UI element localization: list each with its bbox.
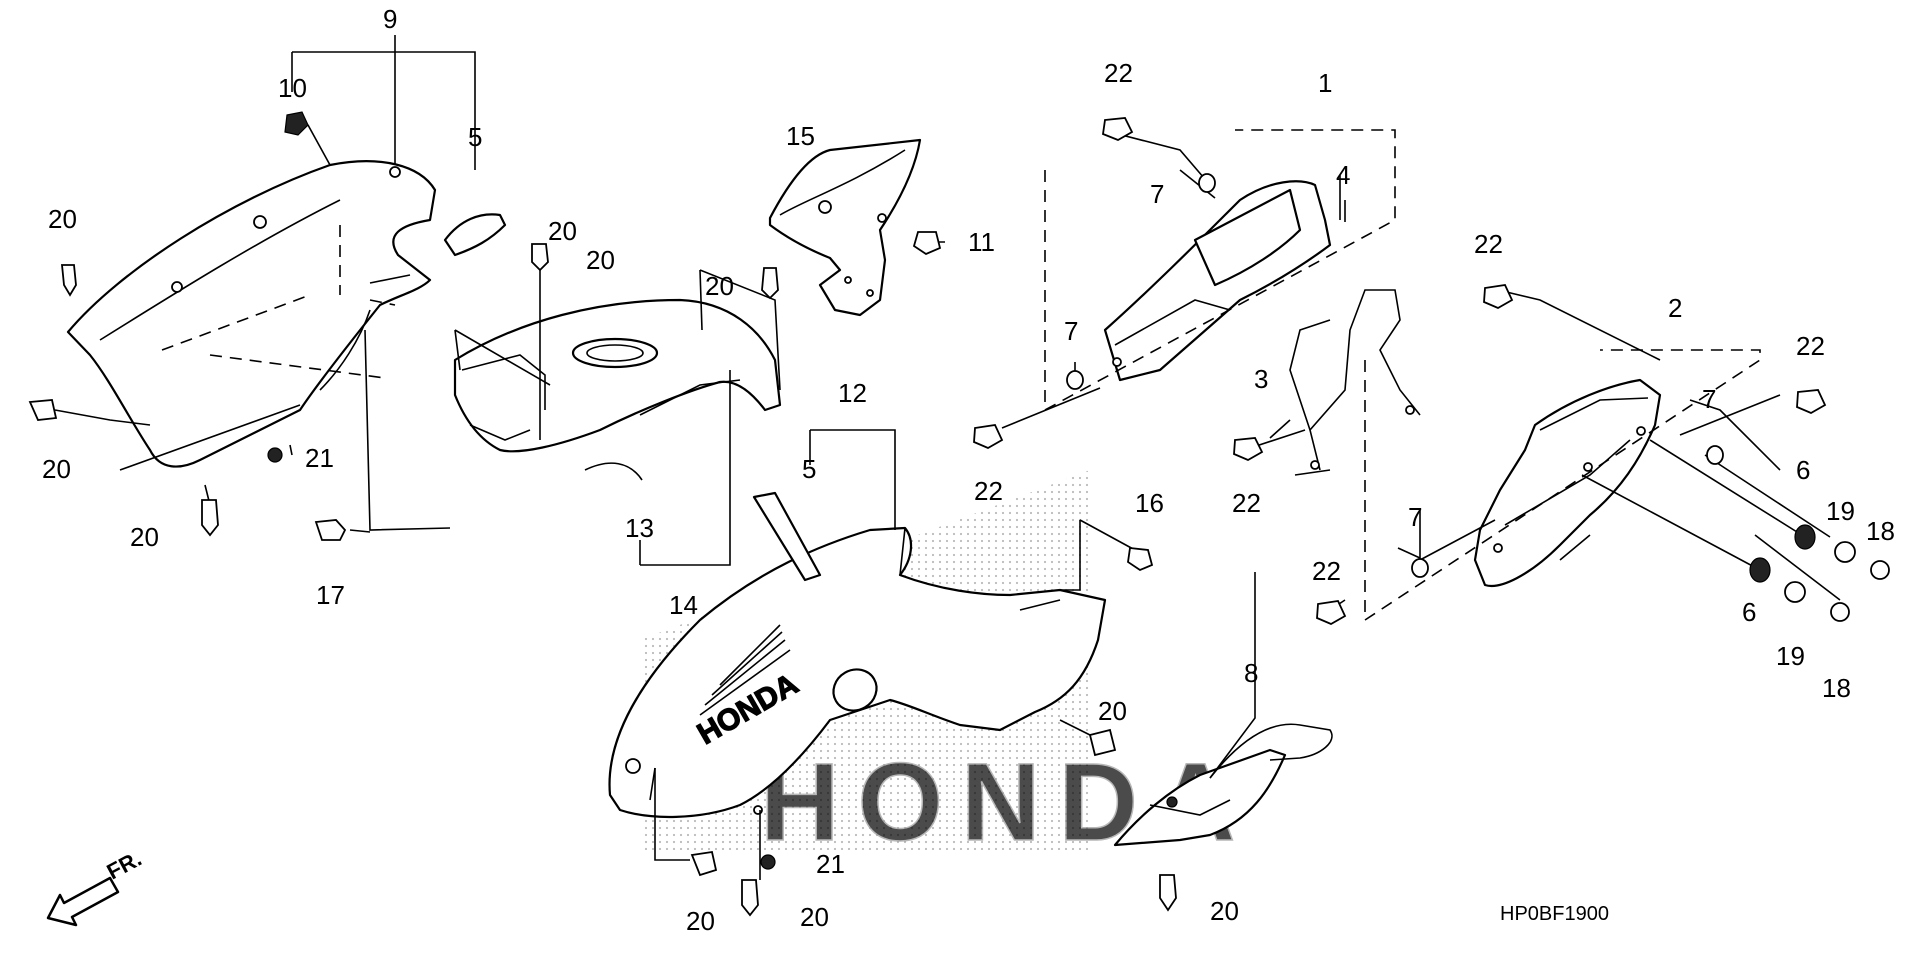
callout-22-b: 22 [974, 476, 1003, 506]
callout-19-upper: 19 [1826, 496, 1855, 526]
callout-7-d: 7 [1408, 502, 1422, 532]
callout-3: 3 [1254, 364, 1268, 394]
callout-17: 17 [316, 580, 345, 610]
callout-18-lower: 18 [1822, 673, 1851, 703]
diagram-code: HP0BF1900 [1500, 903, 1609, 925]
callout-20-f: 20 [1098, 696, 1127, 726]
callout-6-lower: 6 [1742, 597, 1756, 627]
callout-11: 11 [968, 227, 995, 257]
callout-1: 1 [1318, 68, 1332, 98]
callout-2: 2 [1668, 293, 1682, 323]
callout-21-a: 21 [305, 443, 334, 473]
callout-20-a: 20 [48, 204, 77, 234]
callout-5-center: 5 [802, 454, 816, 484]
callout-9: 9 [383, 4, 397, 34]
callout-19-lower: 19 [1776, 641, 1805, 671]
dashed-assembly-outlines [161, 129, 1761, 622]
callout-20-b: 20 [42, 454, 71, 484]
callout-6-upper: 6 [1796, 455, 1810, 485]
callout-20-i: 20 [1210, 896, 1239, 926]
part-13-clip[interactable] [584, 462, 643, 481]
callout-20-c: 20 [130, 522, 159, 552]
callout-20-j: 20 [548, 216, 577, 246]
callout-22-a: 22 [1104, 58, 1133, 88]
part-14-tank-cover[interactable] [453, 298, 782, 453]
callout-7-c: 7 [1702, 384, 1716, 414]
hardware [28, 111, 1890, 917]
callout-21-b: 21 [816, 849, 845, 879]
callout-13: 13 [625, 513, 654, 543]
callout-22-f: 22 [1312, 556, 1341, 586]
callout-5-left: 5 [468, 122, 482, 152]
callout-20-g: 20 [686, 906, 715, 936]
part-2-right-side-cover[interactable] [1473, 378, 1662, 588]
part-9-left-side-cover[interactable] [66, 160, 437, 471]
callout-labels: 1 2 3 4 5 5 6 6 7 7 7 7 8 9 10 11 12 13 … [42, 4, 1895, 936]
callout-12: 12 [838, 378, 867, 408]
callout-4: 4 [1336, 160, 1350, 190]
part-1-inner-cover[interactable] [1103, 180, 1332, 382]
callout-22-c: 22 [1232, 488, 1261, 518]
callout-7-b: 7 [1064, 316, 1078, 346]
part-5-cushion-left[interactable] [443, 213, 507, 257]
watermark-text: HONDA [760, 741, 1253, 864]
callout-20-d: 20 [586, 245, 615, 275]
callout-10: 10 [278, 73, 307, 103]
callout-14: 14 [669, 590, 698, 620]
callout-18-upper: 18 [1866, 516, 1895, 546]
leader-lines [54, 35, 1841, 880]
callout-22-e: 22 [1796, 331, 1825, 361]
part-8-lower-guard[interactable] [1113, 723, 1333, 847]
front-direction-arrow: FR. [46, 846, 146, 927]
callout-22-d: 22 [1474, 229, 1503, 259]
part-5-cushion-center[interactable] [752, 491, 822, 582]
part-12-front-cover[interactable]: HONDA [608, 526, 1107, 819]
part-15-bracket-cover[interactable] [768, 138, 922, 317]
part-3-stay[interactable] [1289, 289, 1421, 471]
callout-8: 8 [1244, 658, 1258, 688]
callout-15: 15 [786, 121, 815, 151]
callout-16: 16 [1135, 488, 1164, 518]
callout-20-h: 20 [800, 902, 829, 932]
callout-7-a: 7 [1150, 179, 1164, 209]
honda-wing-emblem [699, 624, 791, 716]
callout-20-e: 20 [705, 271, 734, 301]
